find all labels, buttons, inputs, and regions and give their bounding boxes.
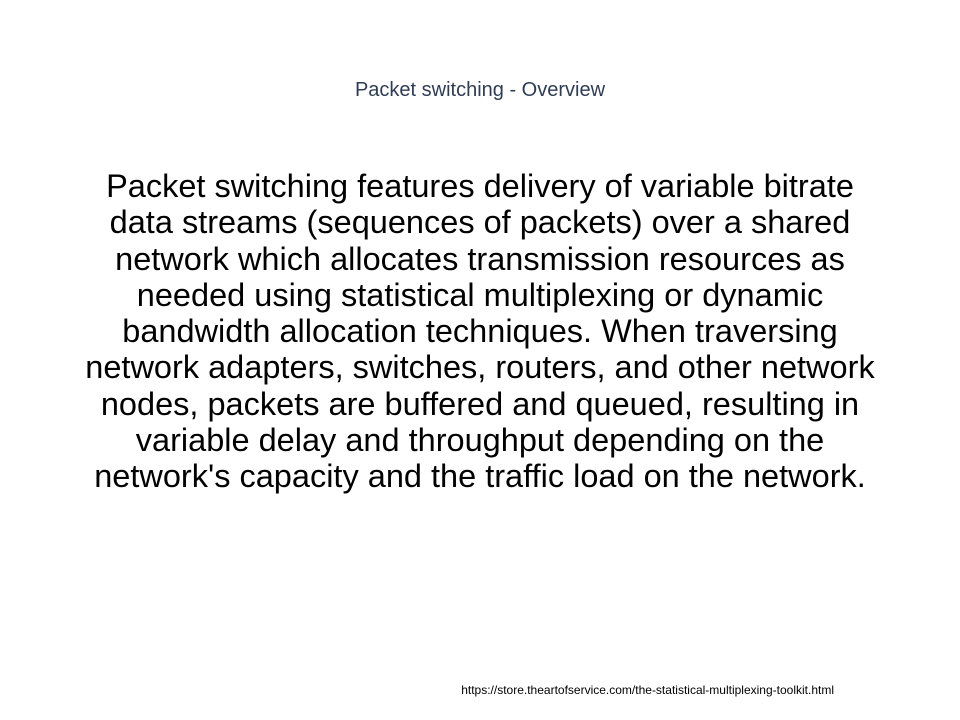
source-url: https://store.theartofservice.com/the-st… <box>461 683 834 697</box>
slide-body-text: Packet switching features delivery of va… <box>85 168 875 495</box>
slide-title: Packet switching - Overview <box>354 79 606 101</box>
